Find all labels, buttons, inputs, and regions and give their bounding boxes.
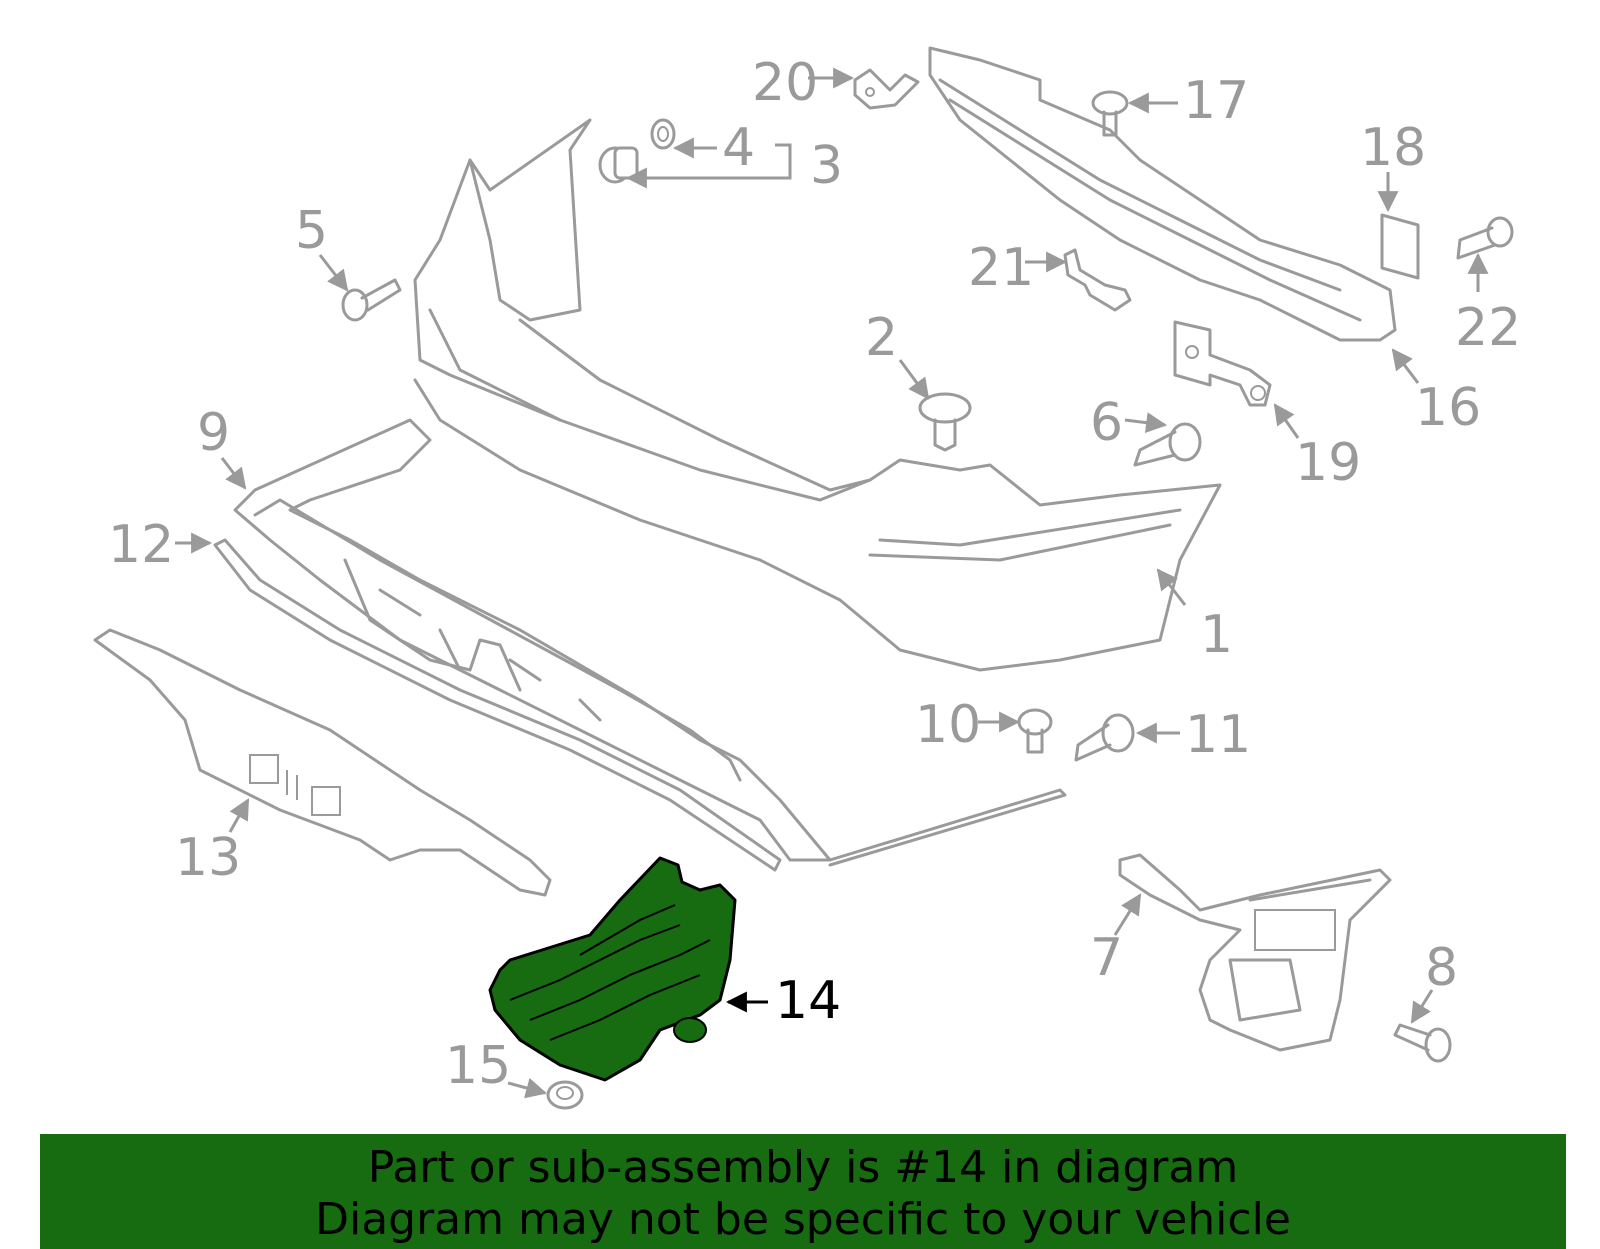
callout-8: 8: [1425, 938, 1458, 998]
callout-5: 5: [295, 201, 328, 261]
part-1-bumper-cover: [413, 118, 1222, 672]
callout-22: 22: [1455, 298, 1521, 358]
callout-16: 16: [1415, 378, 1481, 438]
part-22-bolt: [1456, 216, 1514, 260]
callout-9: 9: [197, 403, 230, 463]
part-20-bracket: [853, 68, 920, 110]
part-11-screw: [1074, 713, 1135, 762]
callout-10: 10: [915, 695, 981, 755]
callout-21: 21: [968, 238, 1034, 298]
part-18-pad: [1380, 213, 1420, 280]
part-9-lower-frame: [233, 418, 1067, 867]
part-12-trim-strip: [213, 538, 782, 872]
part-7-bracket: [1118, 853, 1392, 1052]
callout-15: 15: [445, 1036, 511, 1096]
part-8-screw: [1393, 1023, 1452, 1063]
callout-6: 6: [1090, 393, 1123, 453]
callout-19: 19: [1295, 433, 1361, 493]
part-10-screw: [1017, 708, 1053, 754]
part-5-screw: [341, 278, 402, 322]
part-13-diffuser: [93, 628, 552, 897]
callout-11: 11: [1185, 705, 1251, 765]
part-6-screw: [1133, 422, 1202, 467]
callout-17: 17: [1183, 71, 1249, 131]
callout-18: 18: [1360, 118, 1426, 178]
part-15-grommet: [546, 1080, 584, 1110]
part-19-bracket: [1173, 320, 1272, 407]
callout-20: 20: [752, 53, 818, 113]
callout-3: 3: [810, 136, 843, 196]
part-16-beam: [928, 46, 1397, 342]
callout-7: 7: [1090, 928, 1123, 988]
banner-line-2: Diagram may not be specific to your vehi…: [315, 1194, 1291, 1245]
callout-12: 12: [108, 515, 174, 575]
callout-1: 1: [1200, 605, 1233, 665]
leader-lines: [175, 67, 1489, 1099]
callout-labels: 1 2 3 4 5 6 7 8 9 10 11 12 13 14 15 16 1…: [108, 53, 1521, 1096]
part-14-undercover-highlighted: [488, 856, 737, 1082]
callout-4: 4: [722, 118, 755, 178]
info-banner: Part or sub-assembly is #14 in diagram D…: [40, 1134, 1566, 1249]
callout-2: 2: [865, 308, 898, 368]
part-4-ring: [650, 118, 676, 150]
callout-13: 13: [175, 828, 241, 888]
part-2-clip: [918, 392, 972, 452]
banner-line-1: Part or sub-assembly is #14 in diagram: [367, 1142, 1239, 1193]
callout-14: 14: [775, 971, 841, 1031]
part-21-bracket: [1063, 248, 1132, 312]
part-17-bolt: [1091, 90, 1129, 137]
